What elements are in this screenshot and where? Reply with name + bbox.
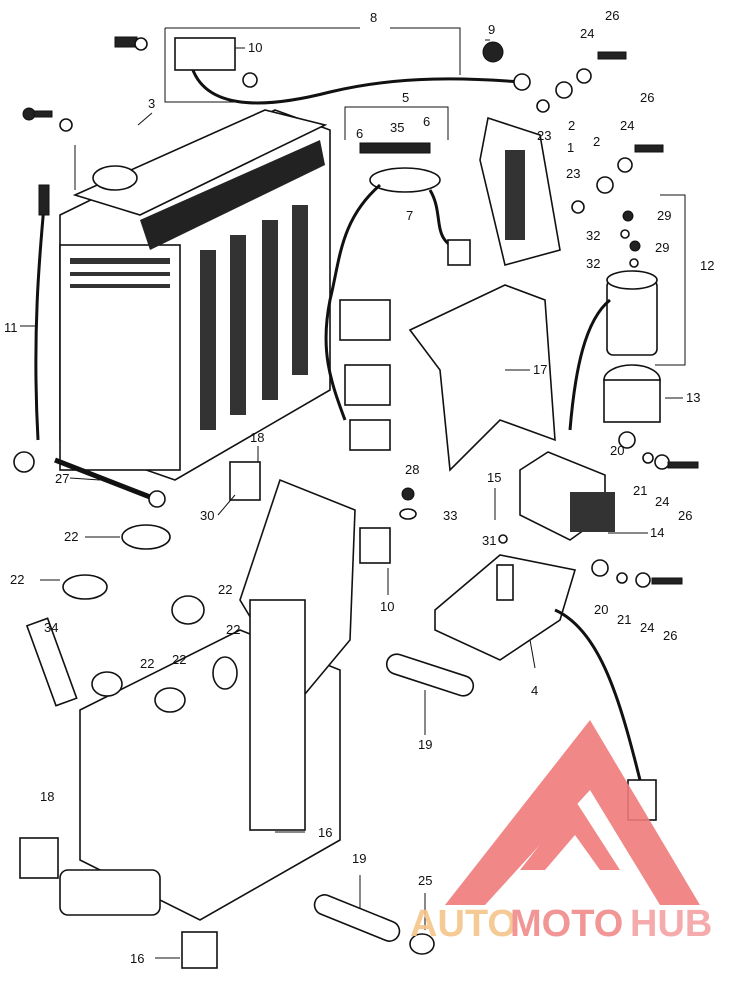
callout-15: 15: [487, 470, 501, 485]
callout-7: 7: [406, 208, 413, 223]
watermark-hub: HUB: [630, 903, 712, 945]
callout-labels: 8 9 10 26 24 5 3 6 35 6 26 2 23 24 2 1 2…: [4, 8, 714, 966]
callout-31: 31: [482, 533, 496, 548]
turn-signal-relay: [568, 210, 661, 431]
watermark-logo: AUTO MOTO HUB: [410, 720, 712, 945]
callout-30: 30: [200, 508, 214, 523]
collar-lower: [313, 894, 401, 942]
fuse-holder: [324, 142, 471, 451]
bolt-27: [54, 457, 151, 500]
callout-24c: 24: [655, 494, 669, 509]
callout-5: 5: [402, 90, 409, 105]
callout-26c: 26: [678, 508, 692, 523]
callout-10b: 10: [380, 599, 394, 614]
callout-33: 33: [443, 508, 457, 523]
callout-8: 8: [370, 10, 377, 25]
negative-cable: [34, 194, 47, 441]
battery-box-strap: [59, 869, 161, 916]
callout-11: 11: [4, 320, 18, 335]
battery-box: [25, 478, 356, 921]
callout-29b: 29: [655, 240, 669, 255]
callout-2b: 2: [593, 134, 600, 149]
washer-25: [409, 933, 435, 955]
rubber-mount-lower: [181, 931, 218, 969]
callout-19b: 19: [352, 851, 366, 866]
callout-24d: 24: [640, 620, 654, 635]
collar-upper: [385, 653, 475, 697]
voltage-regulator: [519, 451, 615, 541]
callout-22e: 22: [140, 656, 154, 671]
leader-lines: [20, 27, 686, 959]
callout-22c: 22: [218, 582, 232, 597]
callout-18b: 18: [40, 789, 54, 804]
callout-3: 3: [148, 96, 155, 111]
terminal-cover: [174, 37, 236, 71]
callout-17: 17: [533, 362, 547, 377]
callout-22b: 22: [10, 572, 24, 587]
callout-6b: 6: [423, 114, 430, 129]
callout-19: 19: [418, 737, 432, 752]
callout-32b: 32: [586, 256, 600, 271]
positive-cable: [188, 59, 521, 105]
rubber-mount-upper: [229, 461, 261, 501]
callout-23b: 23: [566, 166, 580, 181]
callout-2: 2: [568, 118, 575, 133]
callout-35: 35: [390, 120, 404, 135]
callout-9: 9: [488, 22, 495, 37]
callout-27: 27: [55, 471, 69, 486]
callout-13: 13: [686, 390, 700, 405]
callout-29: 29: [657, 208, 671, 223]
callout-22d: 22: [226, 622, 240, 637]
watermark-moto: MOTO: [510, 903, 623, 945]
callout-34: 34: [44, 620, 58, 635]
callout-10: 10: [248, 40, 262, 55]
callout-23: 23: [537, 128, 551, 143]
callout-20b: 20: [594, 602, 608, 617]
callout-1: 1: [567, 140, 574, 155]
callout-21b: 21: [617, 612, 631, 627]
callout-20: 20: [610, 443, 624, 458]
callout-4: 4: [531, 683, 538, 698]
rubber-mount-middle: [359, 527, 391, 564]
callout-28: 28: [405, 462, 419, 477]
cable-eyelet: [13, 451, 35, 473]
callout-24: 24: [580, 26, 594, 41]
callout-14: 14: [650, 525, 664, 540]
callout-26: 26: [605, 8, 619, 23]
rubber-mount-lower-left: [19, 837, 59, 879]
callout-21: 21: [633, 483, 647, 498]
callout-18: 18: [250, 430, 264, 445]
watermark-auto: AUTO: [410, 903, 517, 945]
callout-12: 12: [700, 258, 714, 273]
callout-26b: 26: [640, 90, 654, 105]
callout-16: 16: [318, 825, 332, 840]
callout-32: 32: [586, 228, 600, 243]
callout-24b: 24: [620, 118, 634, 133]
mount-bracket: [408, 284, 556, 472]
battery: [59, 109, 331, 481]
callout-22: 22: [64, 529, 78, 544]
callout-22f: 22: [172, 652, 186, 667]
callout-16b: 16: [130, 951, 144, 966]
callout-26d: 26: [663, 628, 677, 643]
callout-25: 25: [418, 873, 432, 888]
callout-6: 6: [356, 126, 363, 141]
